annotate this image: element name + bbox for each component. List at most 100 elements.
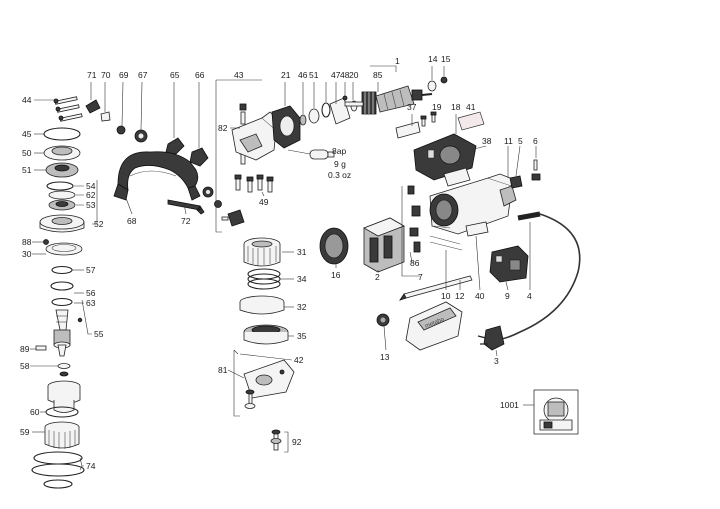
callout-1001: 1001: [500, 400, 519, 410]
leader-lines: [30, 65, 537, 471]
rear-cover: metabo: [405, 301, 463, 351]
flange-52: [39, 214, 85, 233]
circlip-57: [51, 265, 73, 275]
clip-66: [189, 147, 209, 167]
bow-handle-68: [113, 151, 201, 201]
label-38: [443, 167, 471, 187]
screw-70: [100, 111, 111, 122]
callout-35: 35: [297, 331, 307, 341]
switch-5: [509, 175, 523, 189]
grease-label-oz: 0.3 oz: [328, 170, 351, 180]
callout-66: 66: [195, 70, 205, 80]
motor-housing: [429, 159, 541, 235]
callout-58: 58: [20, 361, 30, 371]
handle-group: [85, 99, 245, 227]
callout-6: 6: [533, 136, 538, 146]
ring-57b: [321, 102, 331, 118]
callout-57: 57: [86, 265, 96, 275]
grease-label-g: 9 g: [334, 159, 346, 169]
callout-11: 11: [504, 136, 513, 146]
bearing-51b: [308, 108, 320, 124]
callout-86: 86: [410, 258, 420, 268]
callout-81: 81: [218, 365, 228, 375]
label-40: [465, 221, 489, 237]
screw-81: [244, 389, 256, 409]
bearing-14: [427, 80, 437, 92]
callout-40: 40: [475, 291, 485, 301]
key-89: [35, 345, 47, 351]
callout-69: 69: [119, 70, 129, 80]
callout-52: 52: [94, 219, 104, 229]
pin-48: [342, 95, 348, 101]
ring-63: [51, 297, 73, 307]
callout-16: 16: [331, 270, 341, 280]
motor-housing-11: [429, 173, 521, 235]
nut-59: [44, 421, 80, 449]
label-37: [395, 121, 421, 139]
callout-labels: 44 45 50 51 54 62 53 52 88 30 57 56 63 5…: [20, 54, 538, 471]
callout-5: 5: [518, 136, 523, 146]
center-stack: [233, 237, 295, 453]
callout-62: 62: [86, 190, 96, 200]
washer-58: [57, 363, 71, 369]
callout-41: 41: [466, 102, 476, 112]
callout-54: 54: [86, 181, 96, 191]
callout-46: 46: [298, 70, 308, 80]
washer-46: [299, 114, 307, 126]
spring-34: [247, 268, 281, 290]
left-spindle-group: [31, 96, 85, 489]
callout-59: 59: [20, 427, 30, 437]
screws-49: [234, 174, 274, 193]
flange-35: [243, 324, 289, 345]
callout-53: 53: [86, 200, 96, 210]
callout-74: 74: [86, 461, 96, 471]
knob: [221, 209, 245, 227]
callout-31: 31: [297, 247, 307, 257]
rod-12: [399, 275, 473, 301]
callout-60: 60: [30, 407, 40, 417]
clip-65: [165, 137, 185, 155]
callout-44: 44: [22, 95, 32, 105]
grommet-13: [376, 313, 390, 327]
callout-3: 3: [494, 356, 499, 366]
sleeve-32: [239, 295, 285, 315]
callout-13: 13: [380, 352, 390, 362]
flange-21: [271, 105, 301, 149]
callout-14: 14: [428, 54, 438, 64]
callout-72: 72: [181, 216, 191, 226]
callout-56: 56: [86, 288, 96, 298]
callout-65: 65: [170, 70, 180, 80]
rings-74: [31, 451, 85, 489]
switch-module-9: [489, 245, 529, 283]
washer-69: [116, 125, 126, 135]
circlip-54: [46, 181, 74, 191]
brush-housing-18: [413, 133, 477, 181]
plug-3: [477, 325, 505, 351]
callout-89: 89: [20, 344, 30, 354]
callout-42: 42: [294, 355, 304, 365]
callout-9: 9: [505, 291, 510, 301]
callout-34: 34: [297, 274, 307, 284]
wires-10: [429, 225, 463, 251]
hex-key-72: [167, 199, 205, 215]
grease-label-top: 8ap: [332, 146, 346, 156]
callout-51b: 51: [309, 70, 319, 80]
callout-47: 47: [331, 70, 341, 80]
spindle-55: [53, 309, 83, 357]
callout-63: 63: [86, 298, 96, 308]
callout-10: 10: [441, 291, 451, 301]
callout-19: 19: [432, 102, 442, 112]
bearing-51: [45, 162, 79, 178]
callout-48: 48: [340, 70, 350, 80]
callout-82: 82: [218, 123, 228, 133]
inset-1001: [523, 389, 579, 435]
callout-12: 12: [455, 291, 465, 301]
cable-4: [493, 211, 581, 341]
grease-tube: [287, 149, 335, 160]
callout-2: 2: [375, 272, 380, 282]
callout-38: 38: [482, 136, 492, 146]
callout-68: 68: [127, 216, 137, 226]
screw-6: [531, 159, 541, 181]
callout-37: 37: [407, 102, 417, 112]
callout-50: 50: [22, 148, 32, 158]
